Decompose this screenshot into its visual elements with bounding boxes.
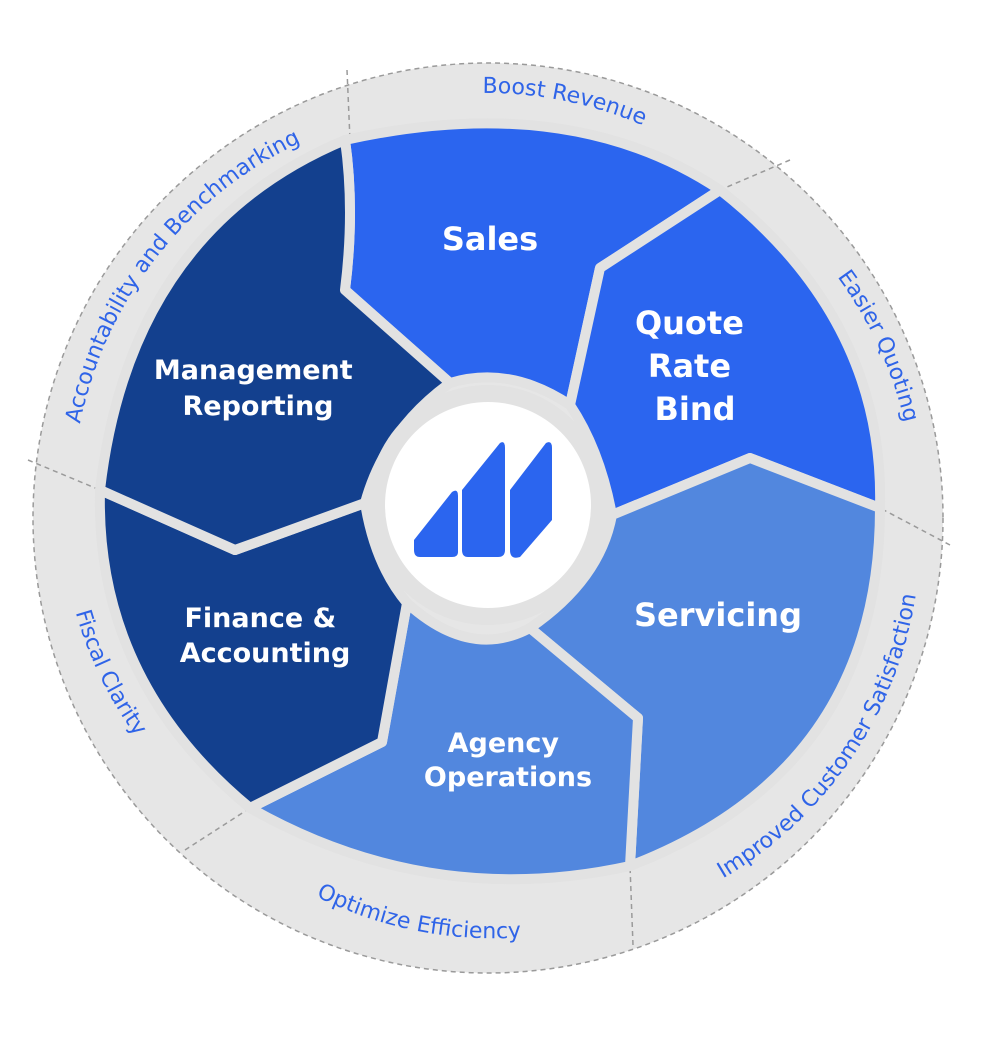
label-quote-rate-bind: Quote Rate Bind (635, 304, 755, 428)
segment-finance-accounting[interactable] (94, 485, 412, 813)
segment-quote-rate-bind[interactable] (565, 185, 886, 520)
label-agency-operations: Agency Operations (424, 728, 592, 793)
label-sales: Sales (442, 220, 538, 258)
label-servicing: Servicing (634, 596, 802, 634)
label-management-reporting: Management Reporting (154, 355, 362, 422)
segments (94, 118, 886, 885)
brand-logo-icon[interactable] (414, 442, 552, 558)
segment-agency-operations[interactable] (245, 598, 643, 885)
label-finance-accounting: Finance & Accounting (180, 603, 351, 669)
ring-dividers (27, 69, 951, 946)
segment-servicing[interactable] (525, 453, 885, 871)
